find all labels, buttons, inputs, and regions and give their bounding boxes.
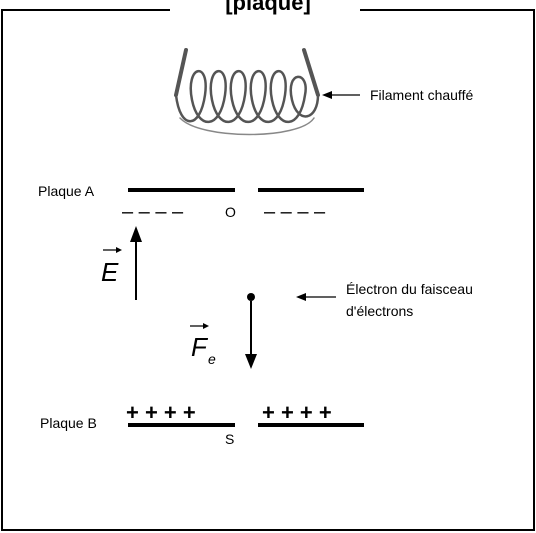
heated-filament: [174, 48, 320, 136]
field-arrowhead: [130, 226, 142, 242]
field-label: E: [101, 257, 119, 287]
electron-label-line1: Électron du faisceau: [346, 281, 473, 297]
force-label: F: [191, 332, 209, 362]
electron-label-line2: d'électrons: [346, 303, 413, 319]
plate-b-charges-right: + + + +: [262, 400, 332, 425]
electron-dot: [247, 293, 255, 301]
plate-a-charges-left: – – – –: [122, 201, 184, 223]
force-subscript: e: [208, 351, 216, 367]
filament-pointer-arrowhead: [322, 91, 332, 99]
electron-pointer-arrowhead: [296, 293, 306, 301]
plate-a-charges-right: – – – –: [264, 201, 326, 223]
plate-a-label: Plaque A: [38, 183, 95, 199]
filament-label: Filament chauffé: [370, 87, 473, 103]
plate-b-charges-left: + + + +: [126, 400, 196, 425]
page-title: [plaque]: [225, 0, 311, 15]
force-arrowhead: [245, 354, 257, 369]
plate-b-label: Plaque B: [40, 415, 97, 431]
point-s-label: S: [225, 431, 234, 447]
point-o-label: O: [225, 204, 236, 220]
